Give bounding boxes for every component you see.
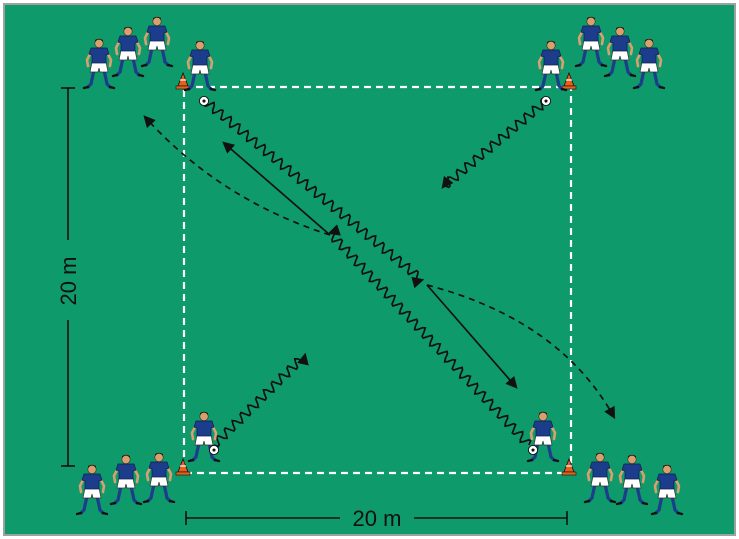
height-label: 20 m [56, 257, 81, 306]
ball-icon [541, 96, 550, 105]
pitch [4, 4, 735, 535]
ball-icon [199, 96, 208, 105]
ball-icon [528, 445, 537, 454]
ball-icon [209, 445, 218, 454]
width-label: 20 m [353, 506, 402, 531]
